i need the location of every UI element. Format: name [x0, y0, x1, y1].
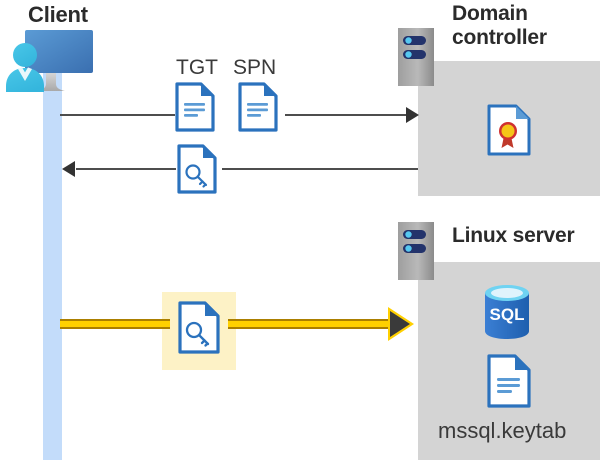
- auth-flow-arrowhead-inner: [390, 311, 410, 337]
- domain-controller-title: Domain controller: [452, 2, 547, 50]
- client-lifeline: [43, 72, 62, 460]
- keytab-filename-label: mssql.keytab: [438, 418, 567, 443]
- tgt-label: TGT: [176, 56, 218, 79]
- client-title: Client: [28, 2, 88, 27]
- auth-ticket-key-document-icon: [178, 301, 220, 354]
- request-line-segment-right: [285, 114, 409, 116]
- response-line-segment-left: [76, 168, 176, 170]
- spn-document-icon: [238, 82, 278, 132]
- response-line-segment-right: [222, 168, 418, 170]
- service-ticket-key-document-icon: [177, 144, 217, 194]
- tgt-document-icon: [175, 82, 215, 132]
- client-computer-user-icon: [6, 30, 93, 92]
- linux-server-title: Linux server: [452, 224, 575, 247]
- sql-database-icon: SQL: [485, 285, 529, 339]
- keytab-document-icon: [487, 354, 531, 408]
- spn-label: SPN: [233, 56, 277, 79]
- request-line-segment-left: [60, 114, 175, 116]
- auth-flow-segment-right: [228, 319, 392, 329]
- auth-flow-segment-left: [60, 319, 170, 329]
- linux-server-rack-icon: [398, 222, 434, 280]
- response-arrowhead: [62, 161, 75, 177]
- svg-text:SQL: SQL: [490, 305, 525, 324]
- domain-controller-rack-icon: [398, 28, 434, 86]
- request-arrowhead: [406, 107, 419, 123]
- certificate-document-icon: [487, 104, 531, 156]
